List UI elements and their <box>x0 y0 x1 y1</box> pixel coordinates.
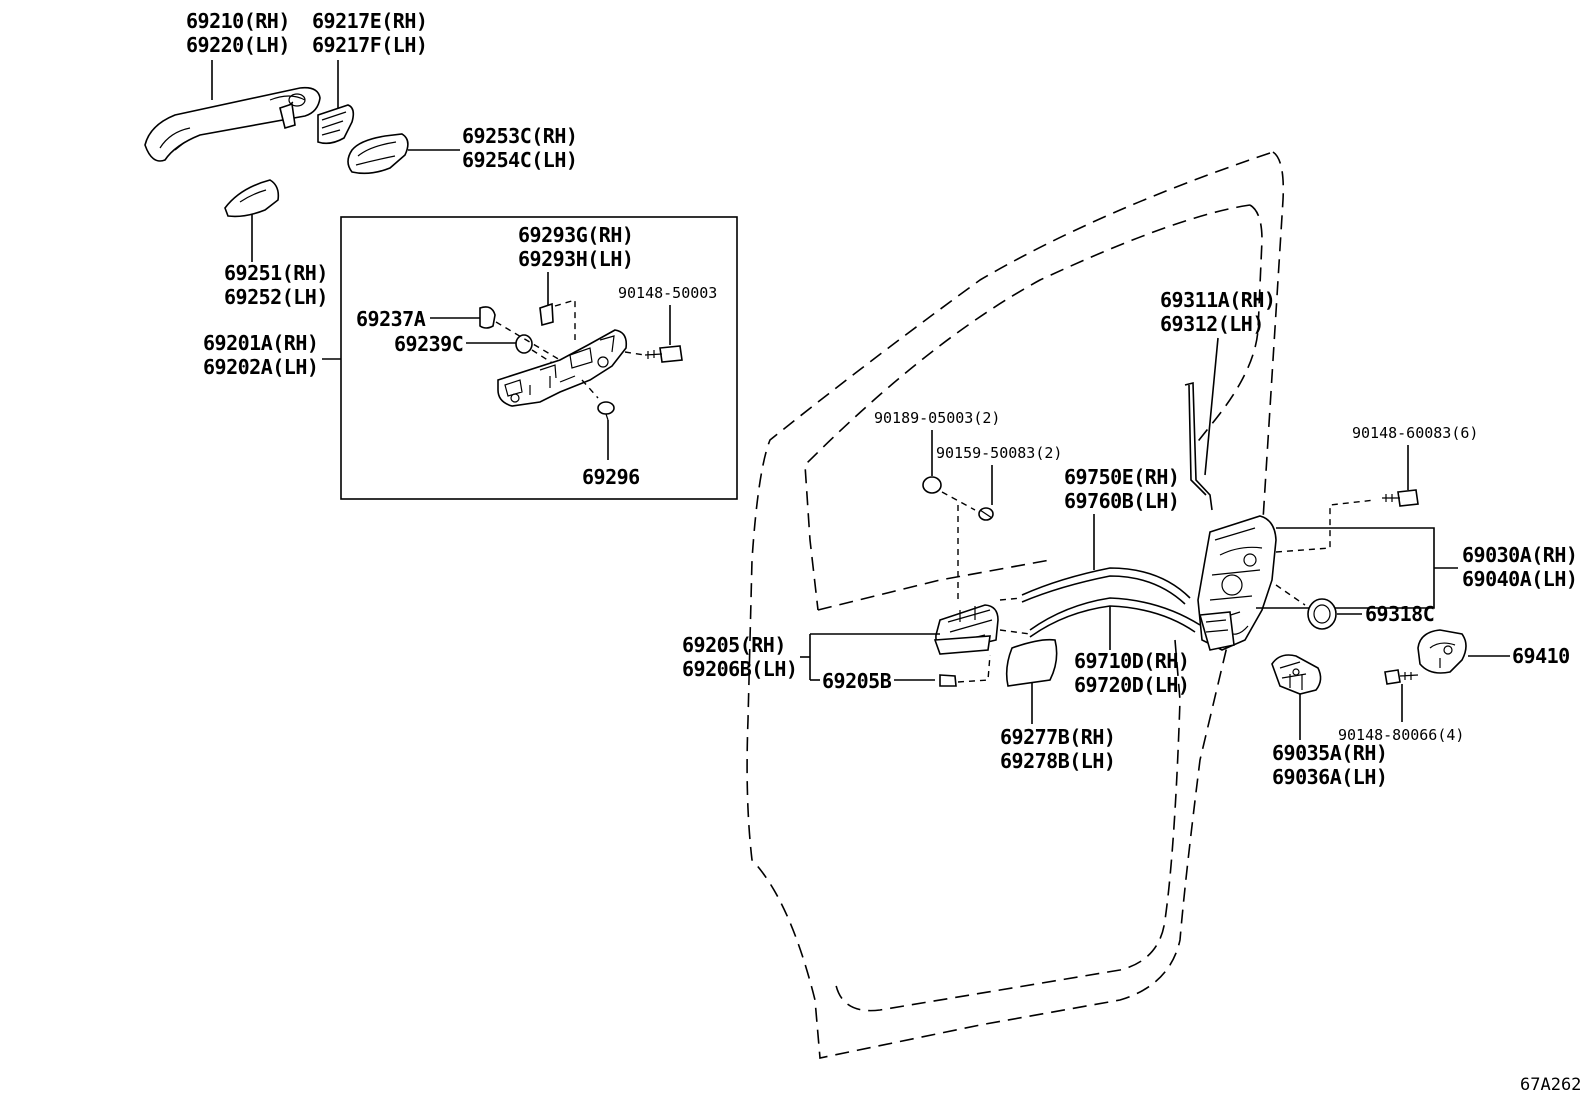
handle-cover-part <box>317 104 355 145</box>
label-69036A: 69036A(LH) <box>1272 765 1387 789</box>
screw-center-part <box>978 507 994 521</box>
label-69720D: 69720D(LH) <box>1074 673 1189 697</box>
label-69030A: 69030A(RH) <box>1462 543 1577 567</box>
label-90148-80066: 90148-80066(4) <box>1338 726 1464 744</box>
label-90148-50003: 90148-50003 <box>618 284 717 302</box>
actuator-part <box>1271 654 1322 695</box>
label-69318C: 69318C <box>1365 602 1434 626</box>
label-69210: 69210(RH) <box>186 9 290 33</box>
label-69293H: 69293H(LH) <box>518 247 633 271</box>
label-69296: 69296 <box>582 465 640 489</box>
label-69750E: 69750E(RH) <box>1064 465 1179 489</box>
clip-round-part <box>922 476 942 494</box>
label-69205: 69205(RH) <box>682 633 786 657</box>
label-69277B: 69277B(RH) <box>1000 725 1115 749</box>
plug-part <box>515 334 533 354</box>
striker-part <box>1417 629 1467 674</box>
label-69201A: 69201A(RH) <box>203 331 318 355</box>
label-69760B: 69760B(LH) <box>1064 489 1179 513</box>
label-69202A: 69202A(LH) <box>203 355 318 379</box>
lock-screw-part <box>1382 489 1419 507</box>
cable-upper-part <box>999 567 1191 605</box>
label-69217F: 69217F(LH) <box>312 33 427 57</box>
leader-69311A <box>1204 337 1219 476</box>
handle-plug-part <box>939 674 957 687</box>
seal-dashed <box>1275 584 1306 606</box>
clip-part <box>539 302 554 327</box>
label-90148-60083: 90148-60083(6) <box>1352 424 1478 442</box>
label-69254C: 69254C(LH) <box>462 148 577 172</box>
outside-handle-part <box>144 86 321 162</box>
handle-cap-part <box>224 179 280 218</box>
frame-assembly-box <box>340 216 738 500</box>
clip-dashed <box>554 299 576 340</box>
handle-pad-part <box>347 133 409 175</box>
label-69278B: 69278B(LH) <box>1000 749 1115 773</box>
door-outline <box>746 151 1285 1059</box>
bolt-dashed <box>624 351 646 356</box>
label-69312: 69312(LH) <box>1160 312 1264 336</box>
label-90159-50083: 90159-50083(2) <box>936 444 1062 462</box>
handle-frame-part <box>497 329 628 407</box>
label-69205B: 69205B <box>822 669 892 693</box>
label-69220: 69220(LH) <box>186 33 290 57</box>
label-69206B: 69206B(LH) <box>682 657 797 681</box>
label-69311A: 69311A(RH) <box>1160 288 1275 312</box>
label-69040A: 69040A(LH) <box>1462 567 1577 591</box>
leader-69030A-bracket <box>1256 527 1435 609</box>
seal-ring-part <box>1307 598 1337 630</box>
label-69035A: 69035A(RH) <box>1272 741 1387 765</box>
label-69217E: 69217E(RH) <box>312 9 427 33</box>
label-90189-05003: 90189-05003(2) <box>874 409 1000 427</box>
lock-screw-dashed <box>1275 499 1376 553</box>
door-lock-part <box>1197 515 1277 651</box>
label-69410: 69410 <box>1512 644 1570 668</box>
rod-part <box>1184 381 1213 511</box>
diagram-code: 67A262 <box>1520 1075 1581 1095</box>
grommet-part <box>479 306 496 329</box>
label-69237A: 69237A <box>356 307 426 331</box>
rod-part-inner <box>1188 384 1207 496</box>
label-69239C: 69239C <box>394 332 463 356</box>
bolt-part-top <box>644 345 683 363</box>
screw-dashed <box>581 379 599 399</box>
cable-lower-part <box>999 597 1201 638</box>
inner-handle-part <box>933 604 999 655</box>
label-69710D: 69710D(RH) <box>1074 649 1189 673</box>
label-69253C: 69253C(RH) <box>462 124 577 148</box>
label-69293G: 69293G(RH) <box>518 223 633 247</box>
screw-part <box>597 401 615 421</box>
handle-bezel-part <box>1005 638 1058 687</box>
handle-plug-dashed <box>957 654 991 683</box>
striker-screw-part <box>1384 669 1419 685</box>
label-69252: 69252(LH) <box>224 285 328 309</box>
label-69251: 69251(RH) <box>224 261 328 285</box>
